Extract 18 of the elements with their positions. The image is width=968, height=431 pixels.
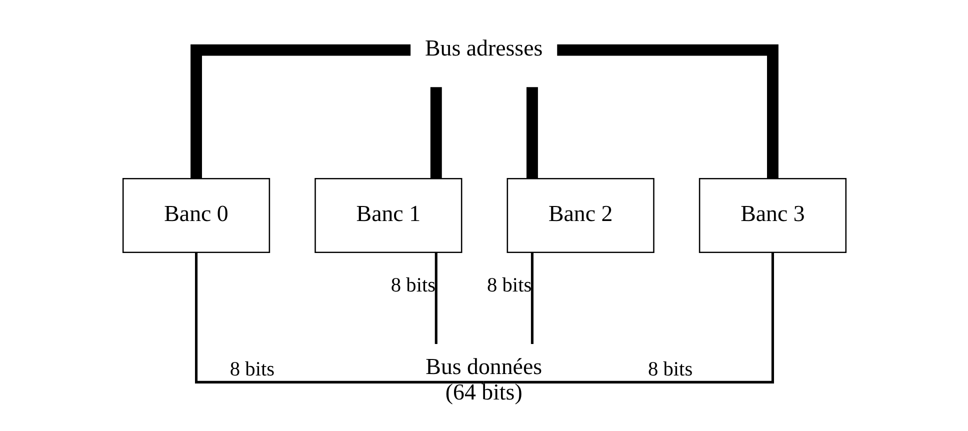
node-box: Banc 0	[122, 178, 270, 254]
connector	[483, 252, 774, 384]
edge-label: 8 bits	[647, 358, 692, 381]
connector	[434, 252, 437, 344]
connector	[194, 252, 484, 384]
node-box: Banc 1	[314, 178, 462, 254]
edge-label: 8 bits	[390, 274, 436, 297]
connector	[190, 44, 410, 178]
node-text: Bus données (64 bits)	[425, 354, 542, 404]
edge-label: 8 bits	[229, 358, 274, 381]
node-text: Bus adresses	[424, 36, 542, 61]
node-box: Banc 2	[506, 178, 654, 254]
edge-label: 8 bits	[486, 274, 532, 297]
connector	[430, 87, 442, 178]
connector	[556, 44, 778, 178]
connector	[526, 87, 538, 178]
connector	[530, 252, 533, 344]
node-box: Banc 3	[698, 178, 846, 254]
